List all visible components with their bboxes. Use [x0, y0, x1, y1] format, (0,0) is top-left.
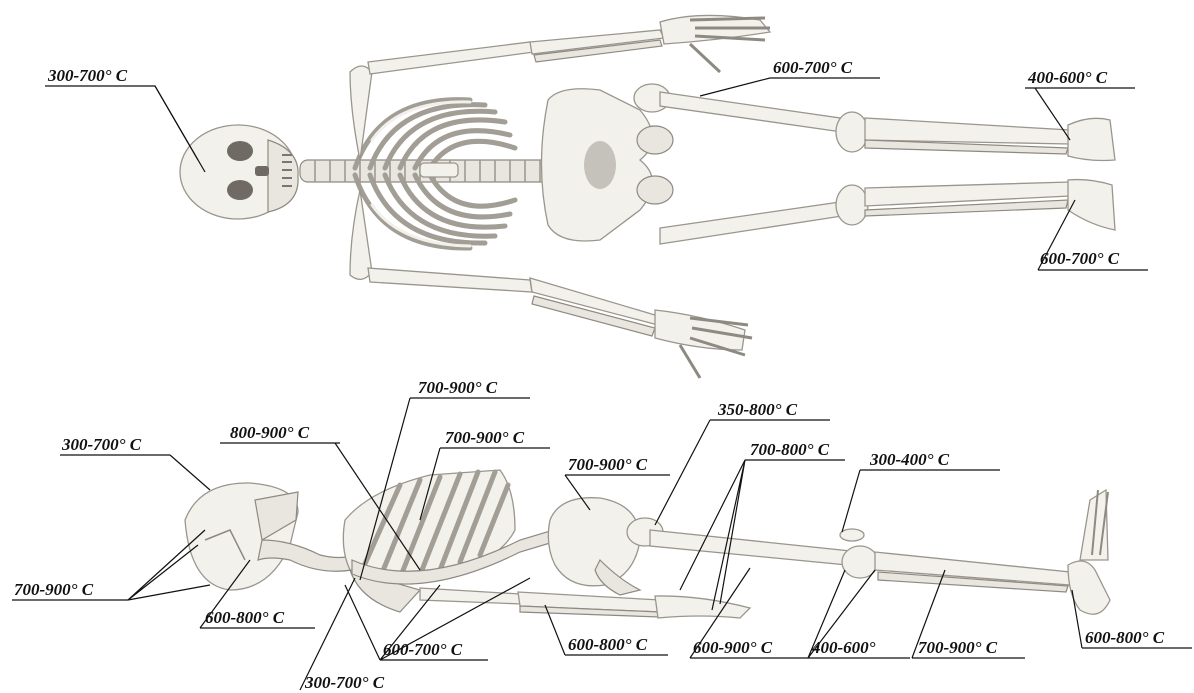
label-bottom-skull: 300-700° C — [61, 435, 142, 454]
label-cervical: 300-700° C — [304, 673, 385, 692]
label-femur: 600-900° C — [693, 638, 773, 657]
top-right-leg — [660, 180, 1115, 244]
label-ribs: 700-900° C — [445, 428, 525, 447]
label-forearm: 700-800° C — [750, 440, 830, 459]
bottom-pelvis — [548, 498, 663, 595]
top-left-arm — [368, 15, 770, 74]
top-skeleton — [180, 15, 1115, 378]
top-left-scapula — [350, 66, 372, 160]
label-skull-side: 700-900° C — [14, 580, 94, 599]
bottom-skull — [185, 483, 298, 590]
label-scapula: 800-900° C — [230, 423, 310, 442]
bottom-leg — [650, 490, 1110, 614]
label-top-femur: 600-700° C — [773, 58, 853, 77]
label-tibia: 700-900° C — [918, 638, 998, 657]
top-left-leg — [634, 84, 1115, 161]
label-humerus: 700-900° C — [418, 378, 498, 397]
label-top-skull: 300-700° C — [47, 66, 128, 85]
bottom-arm — [420, 588, 750, 618]
label-top-left-foot: 400-600° C — [1027, 68, 1108, 87]
label-pelvis: 700-900° C — [568, 455, 648, 474]
label-jaw: 600-800° C — [205, 608, 285, 627]
top-right-arm — [368, 268, 752, 378]
label-patella: 300-400° C — [869, 450, 950, 469]
label-foot: 600-800° C — [1085, 628, 1165, 647]
label-femoral-head: 350-800° C — [717, 400, 798, 419]
label-vertebrae: 600-700° C — [383, 640, 463, 659]
top-skull — [180, 125, 298, 219]
label-top-right-foot: 600-700° C — [1040, 249, 1120, 268]
label-radius-ulna: 600-800° C — [568, 635, 648, 654]
bottom-skeleton — [185, 470, 1110, 618]
label-knee: 400-600° — [811, 638, 876, 657]
